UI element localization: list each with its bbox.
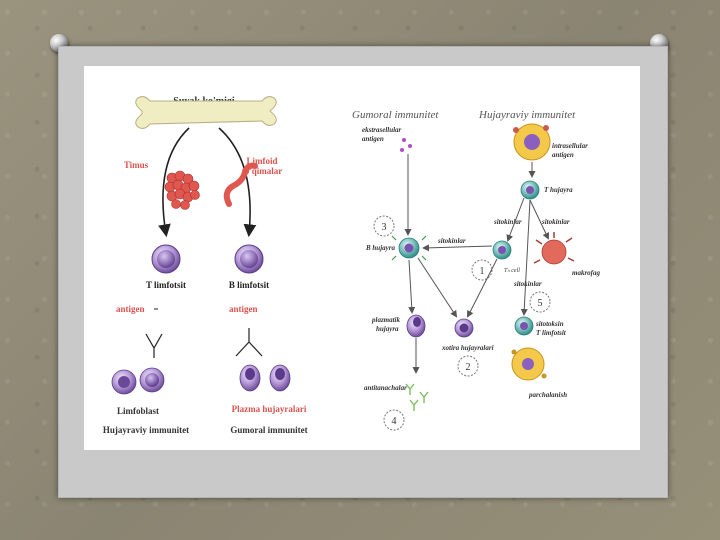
macrophage-label: makrofag: [572, 269, 601, 277]
lymph-node-icon: [223, 162, 258, 207]
step-3-number: 3: [382, 222, 387, 233]
t-helper-cell: [520, 180, 540, 200]
lymphoid-label-1: Limfoid: [246, 156, 277, 166]
arrow-th-to-memory: [467, 258, 498, 318]
humoral-immunity-label: Gumoral immunitet: [230, 425, 307, 435]
t-cell-right-label: T hujayra: [544, 186, 573, 194]
fork-right: [235, 328, 263, 357]
arrow-b-to-memory: [417, 257, 458, 318]
bone-icon: [135, 96, 277, 129]
cytokines-label-1: sitokinlar: [493, 218, 522, 226]
plasma-cells: [239, 364, 291, 392]
plasma-label-1: plazmatik: [371, 316, 401, 324]
cytokines-label-4: sitokinlar: [513, 280, 542, 288]
thymus-icon: [164, 170, 200, 210]
antigen-dots: [400, 138, 412, 152]
step-2-badge: 2: [457, 355, 479, 377]
step-3-badge: 3: [373, 215, 395, 237]
arrow-bone-to-t: [158, 127, 190, 238]
arrow-t-to-th: [506, 197, 525, 242]
lymphoid-label-2: to'qimalar: [242, 166, 283, 176]
extracellular-label-1: ekstrasellular: [362, 126, 402, 134]
plasma-cell-right: [406, 314, 426, 338]
cellular-immunity-label: Hujayraviy immunitet: [103, 425, 189, 435]
memory-cell: [454, 318, 474, 338]
step-2-number: 2: [466, 362, 471, 373]
step-1-number: 1: [480, 266, 485, 277]
cytotoxic-t-cell: [514, 316, 534, 336]
antibodies-label: antitanachalar: [364, 384, 407, 392]
b-cell-right-label: B hujayra: [365, 244, 395, 252]
fork-left: [145, 333, 163, 358]
cellular-title: Hujayraviy immunitet: [478, 109, 576, 121]
step-4-badge: 4: [383, 409, 405, 431]
lymphoblast-label: Limfoblast: [117, 406, 159, 416]
t-cell-label: T limfotsit: [146, 280, 186, 290]
t-lymphocyte-cell: [151, 244, 181, 274]
intracellular-label-2: antigen: [552, 151, 574, 159]
memory-cells-label: xotira hujayralari: [441, 344, 494, 352]
infected-cell: [513, 123, 551, 161]
antibodies-icon: [405, 383, 429, 411]
th-cell: [492, 240, 512, 260]
step-1-badge: 1: [471, 259, 493, 281]
intracellular-label-1: intrasellular: [552, 142, 588, 150]
step-4-number: 4: [392, 416, 397, 427]
destruction-label: parchalanish: [528, 391, 567, 399]
step-5-badge: 5: [529, 291, 551, 313]
lymphoblast-cells: [111, 367, 165, 395]
plasma-cells-label: Plazma hujayralari: [232, 404, 307, 414]
macrophage-cell: [533, 232, 575, 265]
thymus-label: Timus: [124, 160, 149, 170]
plasma-label-2: hujayra: [376, 325, 399, 333]
immunity-diagram: Suyak ko'migi Timus Limfoid to'qimalar T…: [103, 96, 601, 435]
diagram-paper: Suyak ko'migi Timus Limfoid to'qimalar T…: [84, 66, 640, 450]
destroyed-cell: [511, 347, 547, 381]
cytotoxic-label-2: T limfotsit: [536, 329, 567, 337]
b-cell-right: [391, 235, 427, 261]
arrow-bone-to-b: [218, 127, 257, 238]
cytotoxic-label-1: sitotoksin: [535, 320, 564, 328]
humoral-title: Gumoral immunitet: [352, 109, 439, 121]
arrow-t-to-macrophage: [529, 199, 550, 240]
th-label: Tₕ cell: [504, 268, 520, 274]
step-5-number: 5: [538, 298, 543, 309]
antigen-right-label: antigen: [229, 304, 258, 314]
arrow-b-to-plasma: [408, 259, 416, 314]
cytokines-label-2: sitokinlar: [541, 218, 570, 226]
cytokines-label-3: sitokinlar: [437, 237, 466, 245]
b-cell-label: B limfotsit: [229, 280, 269, 290]
arrow-th-to-b: [422, 244, 493, 252]
arrow-t-to-cytotoxic: [520, 199, 531, 316]
antigen-left-label: antigen: [116, 304, 145, 314]
extracellular-label-2: antigen: [362, 135, 384, 143]
b-lymphocyte-cell: [234, 244, 264, 274]
